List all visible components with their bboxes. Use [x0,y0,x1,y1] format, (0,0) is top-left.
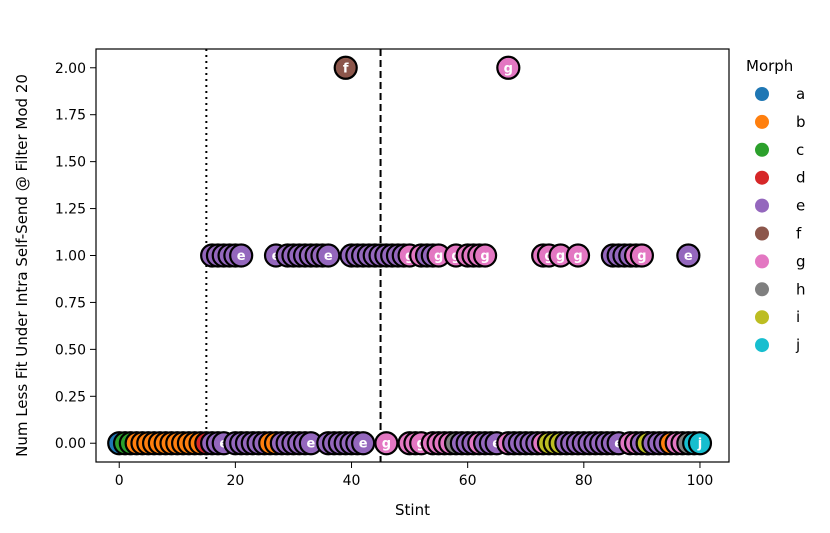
data-point-e: e [316,243,341,268]
legend-marker-e [755,198,769,213]
point-marker [316,243,341,268]
legend-label-h: h [796,280,806,298]
data-point-j: j [687,431,713,456]
point-marker [374,431,399,456]
legend-label-c: c [796,141,804,159]
point-label: e [306,437,315,452]
point-label: e [237,249,246,264]
legend-marker-g [755,254,769,269]
y-tick-label: 1.75 [55,108,86,124]
data-point-g: g [565,243,591,268]
point-label: g [637,249,646,264]
legend-label-j: j [795,336,800,354]
data-point-f: f [333,55,358,80]
legend-label-b: b [796,113,806,131]
legend-label-f: f [796,225,802,243]
y-tick-label: 0.75 [55,295,86,311]
point-marker [472,243,498,268]
x-tick-label: 80 [575,473,593,489]
axes-frame [95,48,730,463]
data-point-e: e [351,431,376,456]
point-label: g [480,249,489,264]
point-label: g [504,61,513,76]
point-marker [333,55,358,80]
y-tick-label: 0.50 [55,342,86,358]
plot-area: 0 20 40 60 80 100 0.00 0.25 0.50 0.75 1.00 1.25 1.50… [55,48,730,489]
y-tick-label: 0.25 [55,389,86,405]
data-point-e: e [229,243,254,268]
data-point-g: g [374,431,399,456]
data-point-g: g [629,243,654,268]
point-label: e [684,249,693,264]
y-tick-label: 1.50 [55,155,86,171]
x-tick-label: 0 [115,473,124,489]
x-tick-label: 100 [687,473,714,489]
legend-label-d: d [796,169,806,187]
y-axis-label: Num Less Fit Under Intra Self-Send @ Fil… [13,74,31,457]
legend-marker-c [755,142,769,157]
y-tick-label: 1.25 [55,202,86,218]
legend-title: Morph [746,57,793,75]
point-label: g [573,249,582,264]
legend-marker-j [755,338,769,353]
point-label: g [382,437,391,452]
point-marker [629,243,654,268]
legend-marker-a [755,87,769,101]
legend-label-i: i [796,308,800,326]
legend-label-a: a [796,85,805,103]
legend-marker-b [755,114,769,129]
point-marker [229,243,254,268]
point-marker [351,431,376,456]
legend-marker-h [755,282,769,297]
point-label: e [359,437,368,452]
point-label: j [697,437,702,452]
point-marker [565,243,591,268]
point-label: e [324,249,333,264]
data-point-e: e [676,243,701,268]
legend-marker-d [755,170,769,185]
x-tick-label: 60 [459,473,477,489]
y-tick-label: 2.00 [55,61,86,77]
point-label: f [343,61,349,76]
data-point-g: g [496,55,521,80]
legend-label-e: e [796,197,805,215]
point-marker [687,431,713,456]
x-tick-label: 40 [343,473,361,489]
y-tick-label: 0.00 [55,436,86,452]
legend-marker-i [755,310,769,325]
x-tick-label: 20 [226,473,244,489]
point-marker [496,55,521,80]
legend-label-g: g [796,252,806,270]
point-marker [676,243,701,268]
legend-marker-f [755,226,769,241]
point-label: g [434,249,443,264]
point-label: g [556,249,565,264]
y-tick-label: 1.00 [55,249,86,265]
data-point-g: g [472,243,498,268]
data-point-g: g [548,243,573,268]
x-axis-label: Stint [395,501,430,519]
